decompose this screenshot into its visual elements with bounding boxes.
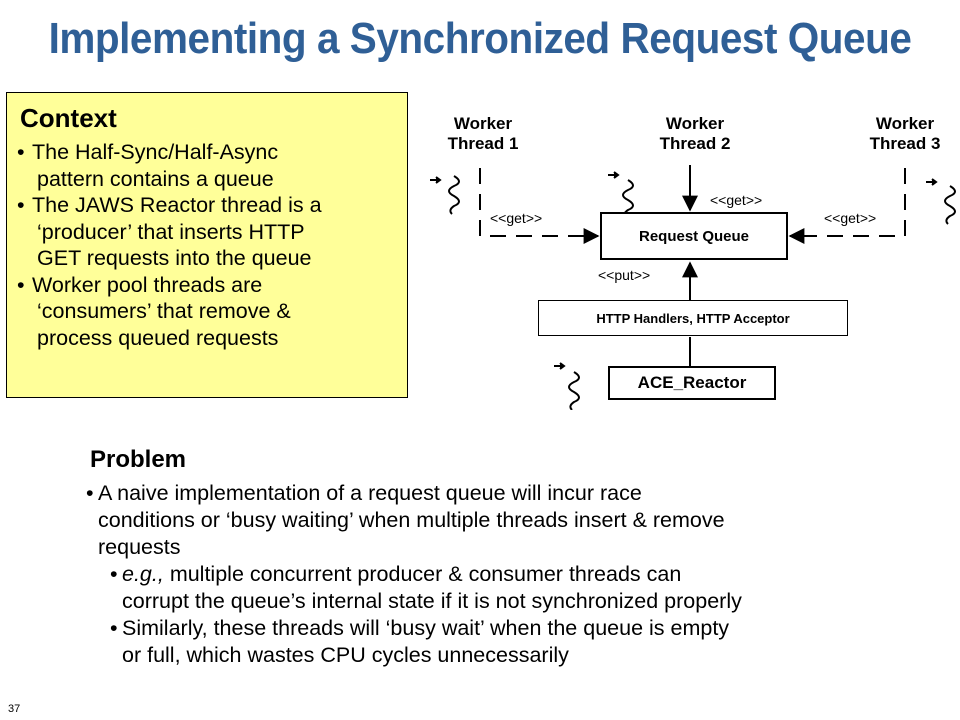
page-number: 37 xyxy=(8,703,21,715)
problem-bullet-1: •A naive implementation of a request que… xyxy=(86,480,936,561)
context-bullet-3: Worker pool threads are‘consumers’ that … xyxy=(17,272,402,352)
worker-thread-2: Worker Thread 2 xyxy=(650,114,740,154)
emphasis-text: e.g., xyxy=(122,562,164,586)
bullet-marker: • xyxy=(110,616,118,640)
bullet-text: A naive implementation of a request queu… xyxy=(98,481,642,505)
worker-label: Thread 3 xyxy=(869,134,941,153)
worker-label: Thread 1 xyxy=(447,134,519,153)
get-arrow-worker1 xyxy=(479,168,600,244)
bullet-text: ‘producer’ that inserts HTTP xyxy=(37,219,305,244)
request-queue-box: Request Queue xyxy=(600,212,788,260)
bullet-text: conditions or ‘busy waiting’ when multip… xyxy=(98,508,725,532)
bullet-text: ‘consumers’ that remove & xyxy=(37,299,291,323)
thread-icon xyxy=(430,175,460,215)
bullet-text: Worker pool threads are xyxy=(32,272,263,297)
context-heading: Context xyxy=(20,103,117,133)
thread-icon xyxy=(926,178,956,225)
problem-subbullet-2: •Similarly, these threads will ‘busy wai… xyxy=(86,615,936,669)
bullet-text: corrupt the queue’s internal state if it… xyxy=(122,589,742,613)
bullet-text: GET requests into the queue xyxy=(37,246,312,270)
worker-label: Worker xyxy=(453,114,513,133)
thread-icon xyxy=(554,362,580,410)
get-label-center: <<get>> xyxy=(710,192,763,208)
bullet-text: Similarly, these threads will ‘busy wait… xyxy=(122,616,730,640)
get-arrow-worker3 xyxy=(788,168,906,244)
worker-thread-3: Worker Thread 3 xyxy=(860,114,950,154)
context-box: Context The Half-Sync/Half-Asyncpattern … xyxy=(6,92,408,398)
problem-heading: Problem xyxy=(90,446,187,473)
bullet-text: The Half-Sync/Half-Async xyxy=(32,140,279,164)
bullet-text: pattern contains a queue xyxy=(37,166,274,191)
bullet-text: process queued requests xyxy=(37,325,279,350)
get-label-right: <<get>> xyxy=(824,210,877,226)
diagram-connectors xyxy=(430,165,956,410)
context-bullet-2: The JAWS Reactor thread is a‘producer’ t… xyxy=(17,192,402,272)
worker-label: Worker xyxy=(665,114,725,133)
slide-title: Implementing a Synchronized Request Queu… xyxy=(48,14,912,63)
worker-thread-1: Worker Thread 1 xyxy=(438,114,528,154)
worker-label: Worker xyxy=(875,114,935,133)
problem-bullets: •A naive implementation of a request que… xyxy=(86,480,936,669)
put-label: <<put>> xyxy=(598,267,651,283)
worker-label: Thread 2 xyxy=(659,134,731,153)
problem-subbullet-1: •e.g., multiple concurrent producer & co… xyxy=(86,561,936,615)
bullet-text: The JAWS Reactor thread is a xyxy=(32,193,322,217)
bullet-marker: • xyxy=(86,481,94,505)
bullet-text: multiple concurrent producer & consumer … xyxy=(163,562,682,586)
ace-reactor-box: ACE_Reactor xyxy=(608,366,776,400)
bullet-text: requests xyxy=(98,535,181,559)
bullet-text: or full, which wastes CPU cycles unneces… xyxy=(122,643,569,667)
bullet-marker: • xyxy=(110,562,118,586)
http-handlers-box: HTTP Handlers, HTTP Acceptor xyxy=(538,300,848,336)
get-label-left: <<get>> xyxy=(490,210,543,226)
architecture-diagram: Worker Thread 1 Worker Thread 2 Worker T… xyxy=(420,100,960,410)
